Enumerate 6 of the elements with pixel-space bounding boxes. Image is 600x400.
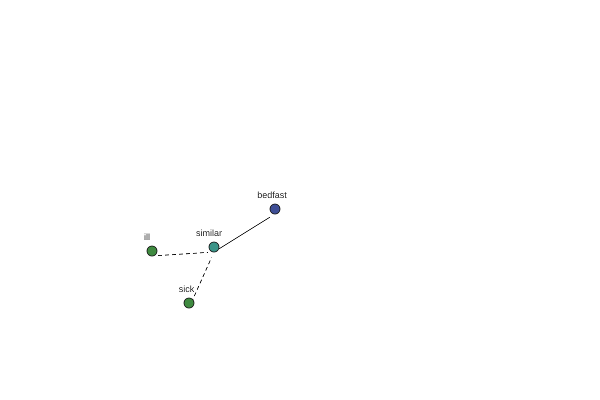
node-label: bedfast [257, 190, 287, 201]
node-label: similar [196, 228, 222, 239]
node-label: ill [144, 232, 150, 243]
line [218, 216, 270, 250]
node-label: sick [178, 284, 194, 295]
dashed-line [158, 252, 208, 256]
